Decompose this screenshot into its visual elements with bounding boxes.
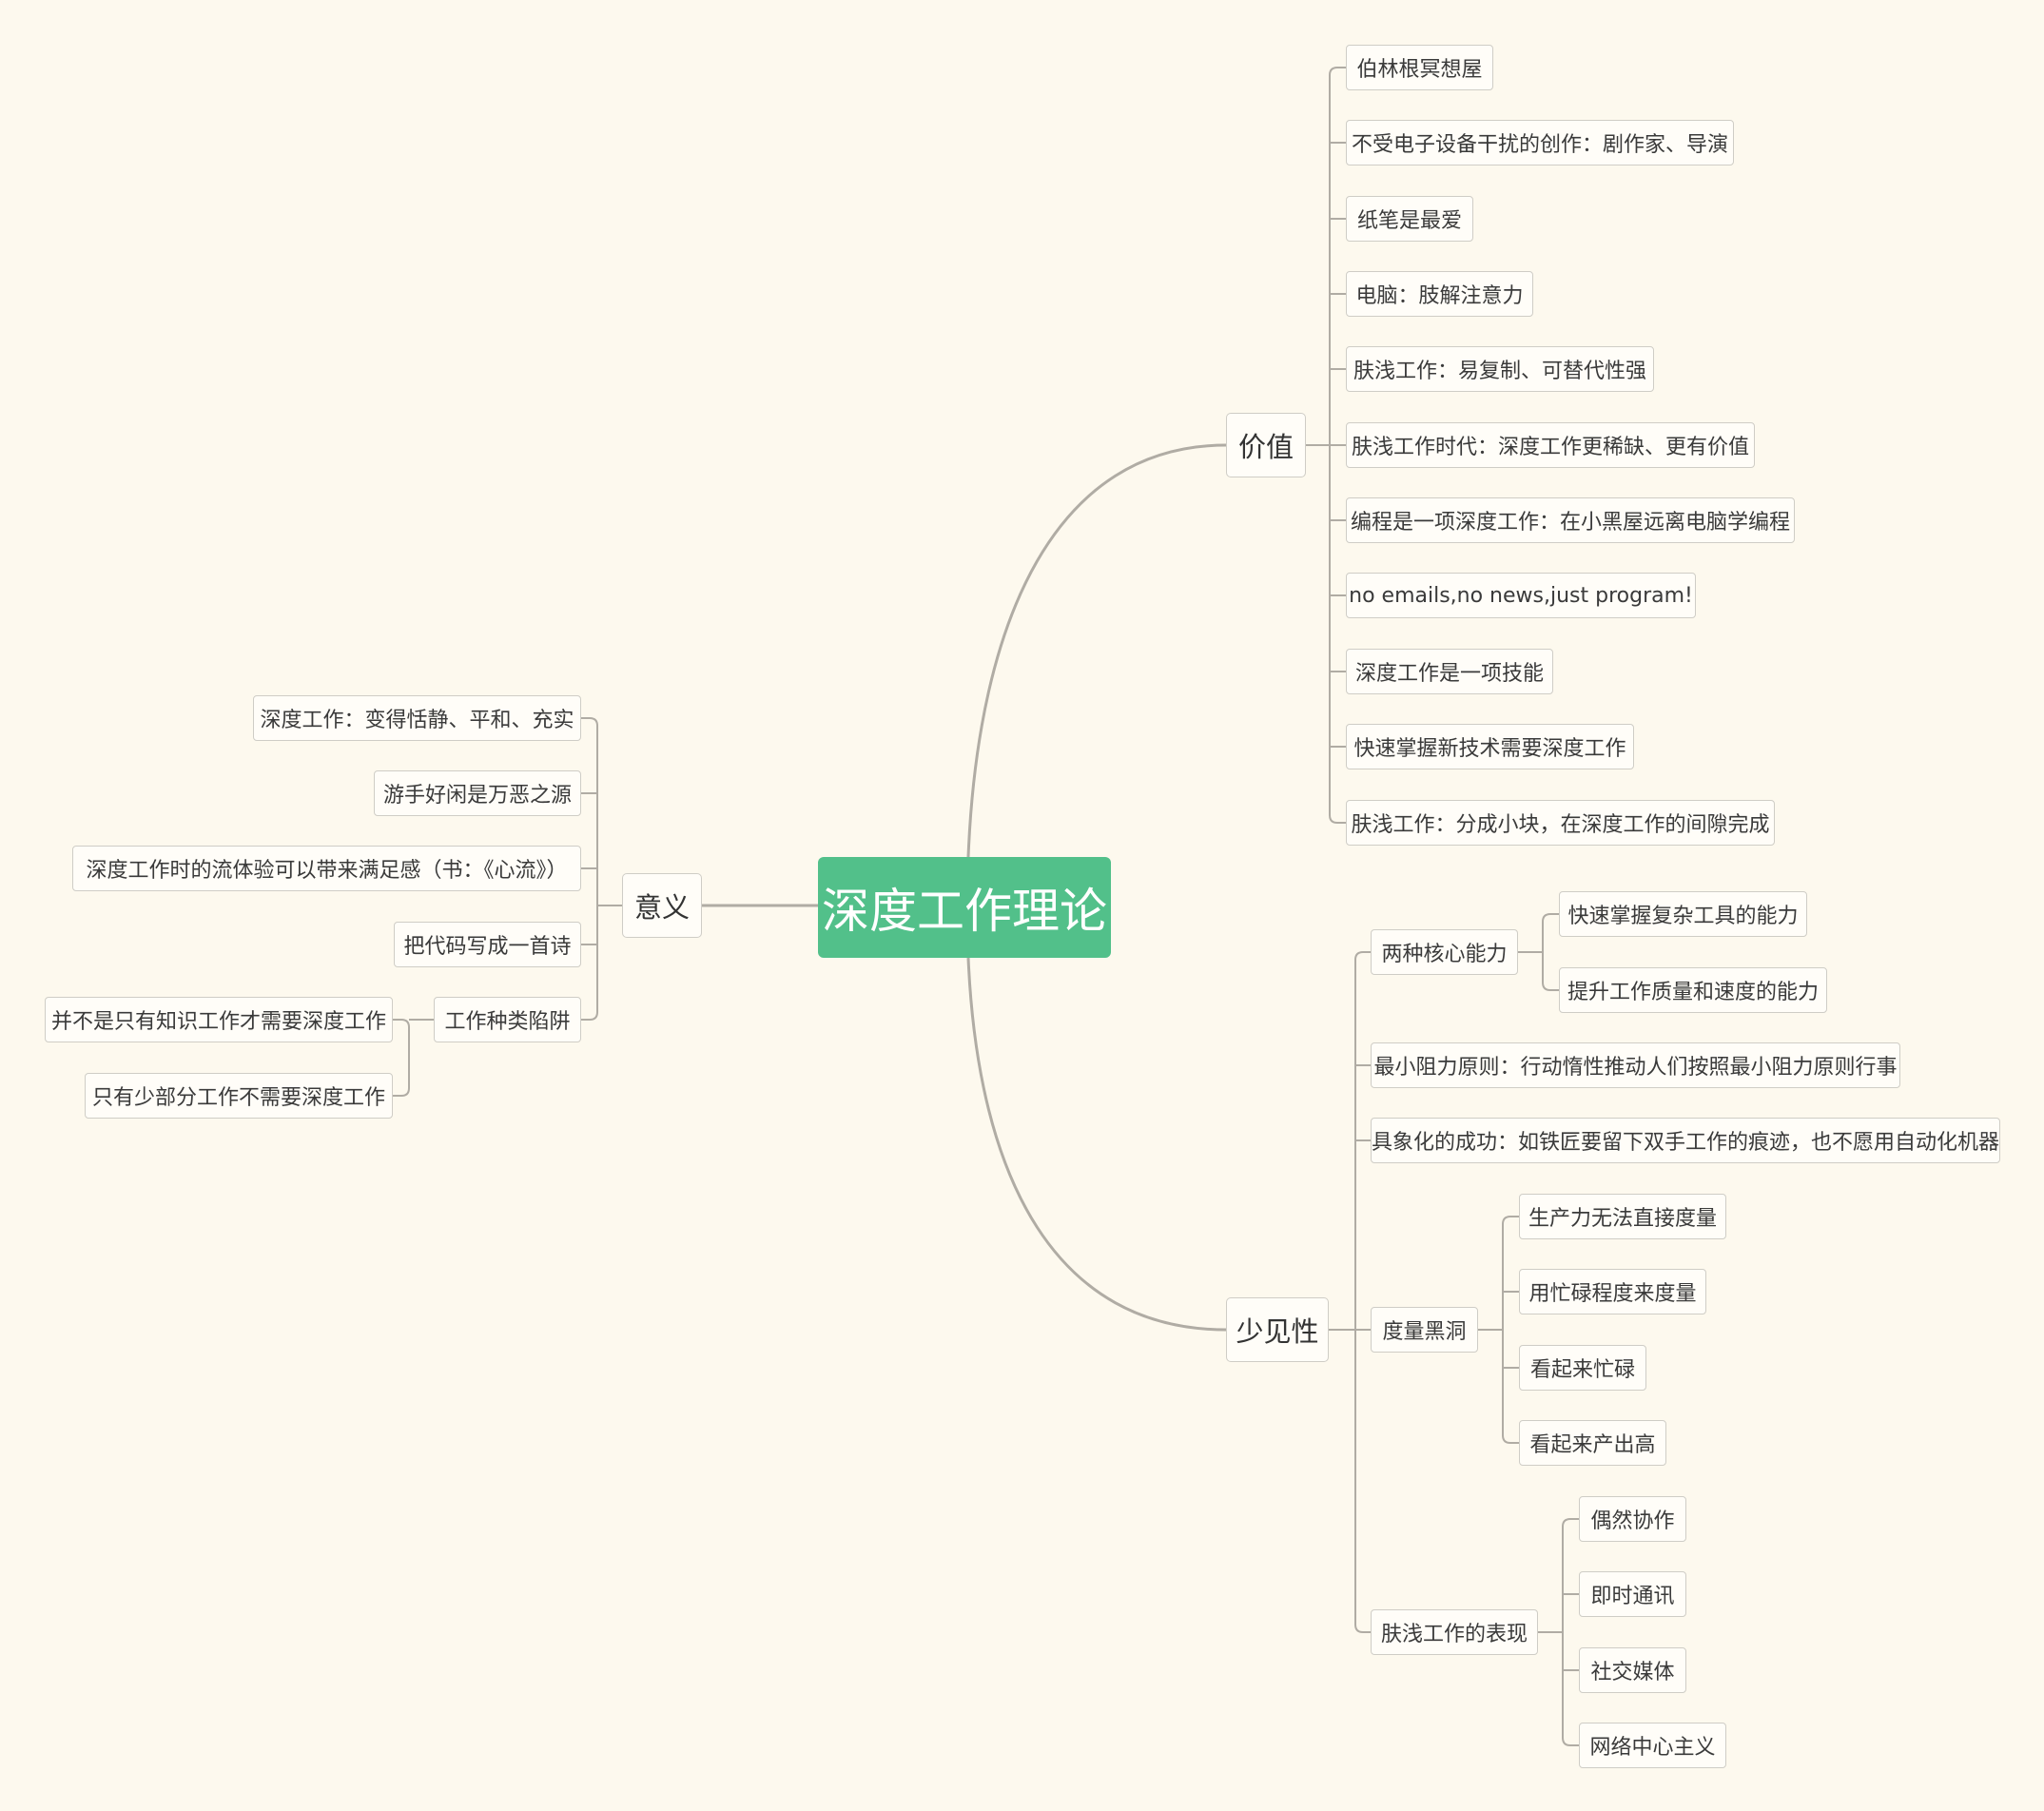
metric-item-look-productive[interactable]: 看起来产出高 [1519, 1420, 1666, 1466]
value-item-small-blocks[interactable]: 肤浅工作：分成小块，在深度工作的间隙完成 [1346, 800, 1775, 846]
meaning-item-idleness[interactable]: 游手好闲是万恶之源 [374, 770, 581, 816]
value-bracket-leg-0 [1329, 67, 1346, 76]
value-item-creative[interactable]: 不受电子设备干扰的创作：剧作家、导演 [1346, 120, 1734, 166]
branch-meaning[interactable]: 意义 [622, 873, 702, 938]
value-item-paper[interactable]: 纸笔是最爱 [1346, 196, 1473, 242]
rarity-item-least-resistance[interactable]: 最小阻力原则：行动惰性推动人们按照最小阻力原则行事 [1371, 1042, 1900, 1088]
signs-bracket-leg-3 [1562, 1737, 1579, 1746]
value-item-programming[interactable]: 编程是一项深度工作：在小黑屋远离电脑学编程 [1346, 497, 1795, 543]
sign-item-collaboration[interactable]: 偶然协作 [1579, 1496, 1686, 1542]
rarity-item-metric-blackhole[interactable]: 度量黑洞 [1371, 1307, 1478, 1353]
sign-item-network-centrism[interactable]: 网络中心主义 [1579, 1723, 1726, 1768]
root-to-rarity-curve [966, 957, 1227, 1332]
metric-bracket-leg-0 [1502, 1216, 1519, 1225]
branch-rarity[interactable]: 少见性 [1226, 1297, 1329, 1362]
meaning-item-calm[interactable]: 深度工作：变得恬静、平和、充实 [253, 695, 581, 741]
metric-item-busyness[interactable]: 用忙碌程度来度量 [1519, 1269, 1706, 1314]
rarity-bracket-leg-0 [1354, 951, 1371, 961]
rarity-bracket-leg-4 [1354, 1624, 1371, 1633]
rarity-item-core-ability[interactable]: 两种核心能力 [1371, 929, 1518, 975]
value-item-new-tech[interactable]: 快速掌握新技术需要深度工作 [1346, 724, 1634, 769]
metric-bracket-leg-3 [1502, 1434, 1519, 1444]
branch-value[interactable]: 价值 [1226, 413, 1306, 477]
meaning-item-code-poem[interactable]: 把代码写成一首诗 [394, 922, 581, 967]
trap-bracket-leg-0 [393, 1019, 410, 1028]
trap-item-few-jobs[interactable]: 只有少部分工作不需要深度工作 [85, 1073, 393, 1119]
value-item-berlingen[interactable]: 伯林根冥想屋 [1346, 45, 1493, 90]
signs-bracket-leg-0 [1562, 1518, 1579, 1528]
meaning-bracket-leg-4 [581, 1011, 598, 1021]
meaning-item-work-trap[interactable]: 工作种类陷阱 [434, 997, 581, 1042]
value-item-computer[interactable]: 电脑：肢解注意力 [1346, 271, 1533, 317]
sign-item-im[interactable]: 即时通讯 [1579, 1571, 1686, 1617]
metric-item-unmeasurable[interactable]: 生产力无法直接度量 [1519, 1194, 1726, 1239]
core-ability-tools[interactable]: 快速掌握复杂工具的能力 [1559, 891, 1807, 937]
value-bracket-leg-10 [1329, 814, 1346, 824]
metric-item-look-busy[interactable]: 看起来忙碌 [1519, 1345, 1646, 1391]
rarity-item-shallow-signs[interactable]: 肤浅工作的表现 [1371, 1609, 1538, 1655]
trap-item-knowledge-work[interactable]: 并不是只有知识工作才需要深度工作 [45, 997, 393, 1042]
meaning-bracket-leg-0 [581, 717, 598, 727]
core-bracket-leg-0 [1542, 913, 1559, 923]
core-bracket-leg-1 [1542, 982, 1559, 991]
sign-item-social-media[interactable]: 社交媒体 [1579, 1647, 1686, 1693]
rarity-item-concrete-success[interactable]: 具象化的成功：如铁匠要留下双手工作的痕迹，也不愿用自动化机器 [1371, 1118, 2000, 1163]
value-item-no-emails[interactable]: no emails,no news,just program! [1346, 573, 1696, 618]
core-ability-quality[interactable]: 提升工作质量和速度的能力 [1559, 967, 1827, 1013]
meaning-item-flow[interactable]: 深度工作时的流体验可以带来满足感（书：《心流》） [72, 846, 581, 891]
root-to-value-curve [966, 443, 1227, 858]
value-item-skill[interactable]: 深度工作是一项技能 [1346, 649, 1553, 694]
value-item-shallow-replaceable[interactable]: 肤浅工作：易复制、可替代性强 [1346, 346, 1654, 392]
value-item-scarce[interactable]: 肤浅工作时代：深度工作更稀缺、更有价值 [1346, 422, 1755, 468]
root-topic[interactable]: 深度工作理论 [818, 857, 1111, 958]
trap-bracket-leg-1 [393, 1087, 410, 1097]
